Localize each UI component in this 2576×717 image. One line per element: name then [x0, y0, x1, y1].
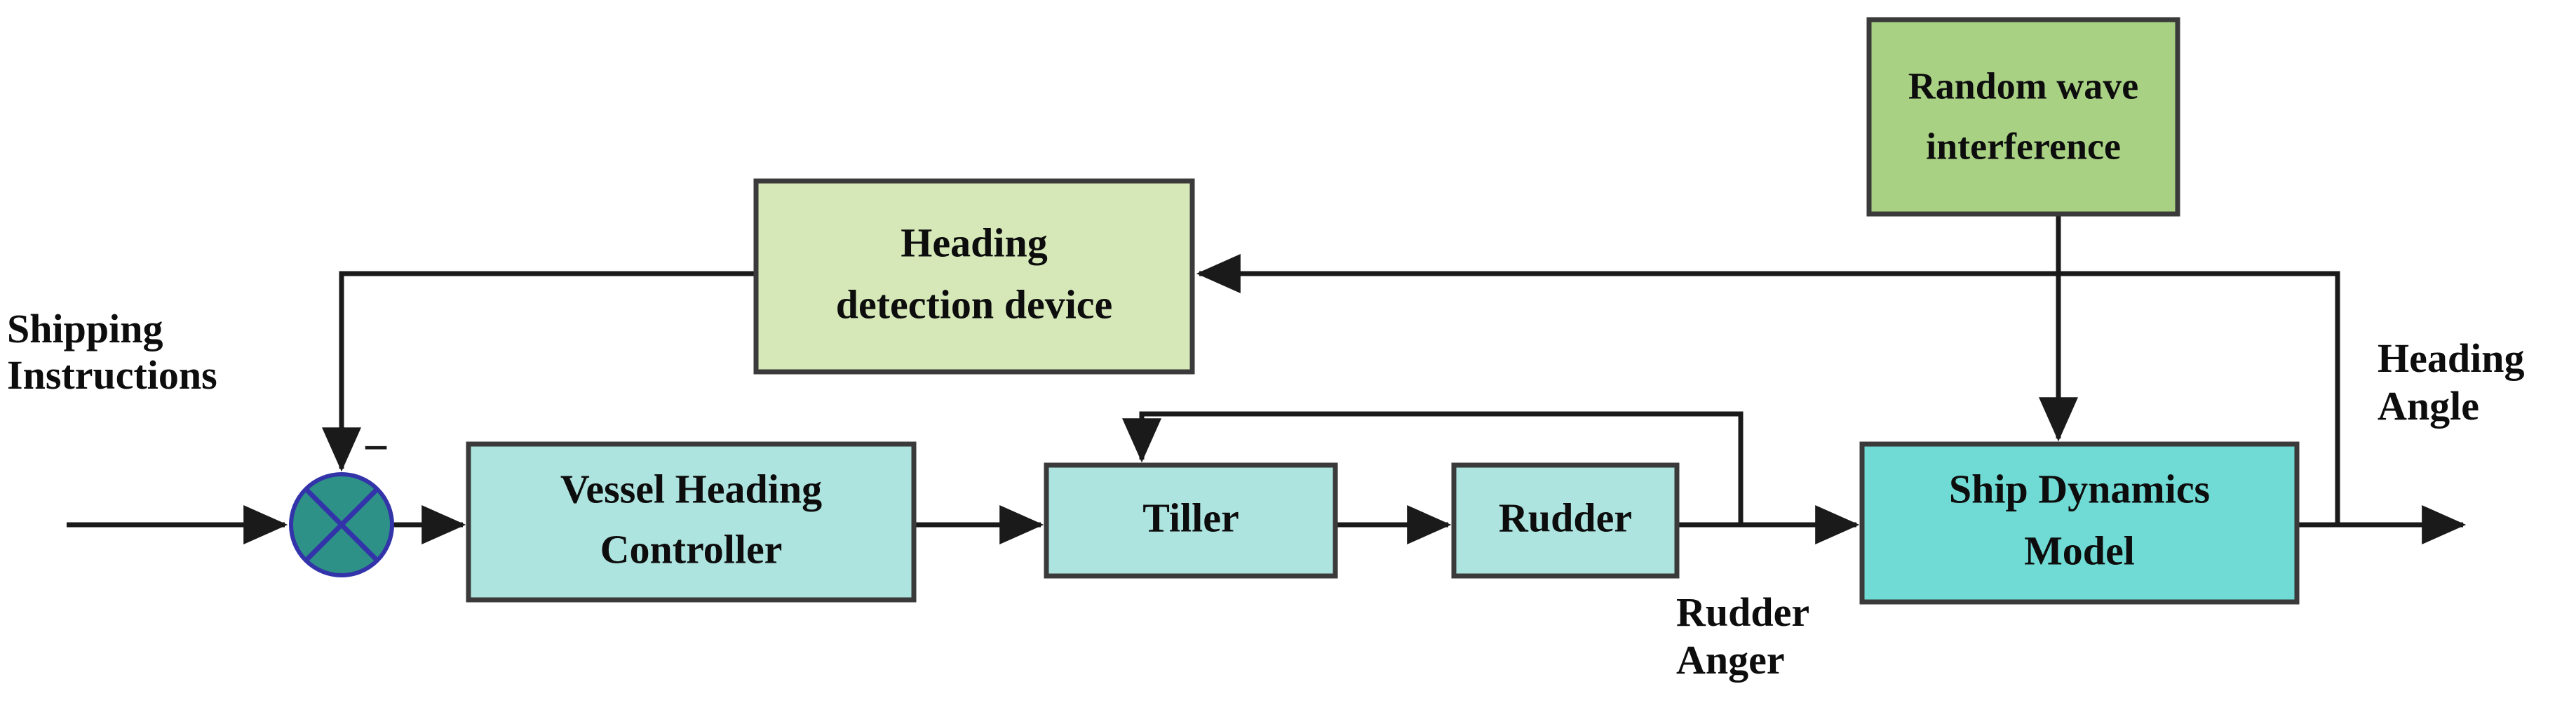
line-heading-detection-to-sum — [322, 271, 756, 472]
block-tiller[interactable]: Tiller — [1044, 462, 1338, 579]
block-rect — [1859, 441, 2300, 605]
line-output-tap-to-heading-detection — [1196, 254, 2340, 525]
block-rudder[interactable]: Rudder — [1451, 462, 1680, 579]
block-label-line-2: Model — [2024, 528, 2135, 573]
block-rect — [753, 178, 1195, 375]
free-labels-layer: Shipping Instructions Rudder Anger Headi… — [7, 306, 2525, 683]
block-label-line-2: Controller — [600, 526, 783, 572]
block-label-line-1: Vessel Heading — [560, 466, 822, 511]
block-rect — [1044, 462, 1338, 579]
label-line-2: Instructions — [7, 352, 217, 398]
block-label-line-1: Ship Dynamics — [1949, 466, 2210, 511]
block-label-line-1: Rudder — [1499, 495, 1632, 540]
label-line-1: Rudder — [1676, 589, 1809, 635]
label-line-1: Heading — [2378, 335, 2525, 381]
block-label-line-1: Random wave — [1908, 65, 2139, 107]
block-label-line-1: Heading — [901, 220, 1048, 265]
block-heading-detection-device[interactable]: Heading detection device — [753, 178, 1195, 375]
block-ship-dynamics-model[interactable]: Ship Dynamics Model — [1859, 441, 2300, 605]
label-line-2: Angle — [2378, 383, 2479, 429]
label-line-2: Anger — [1676, 637, 1785, 683]
line-rudder-angle-feedback-to-tiller — [1122, 411, 1744, 525]
summing-junction-cross-2 — [304, 487, 379, 563]
connection-lines — [67, 214, 2467, 544]
label-line-1: Shipping — [7, 306, 163, 351]
block-rect — [1451, 462, 1680, 579]
negative-sign-label: − — [363, 422, 389, 474]
block-rect — [466, 441, 917, 603]
label-shipping-instructions: Shipping Instructions — [7, 306, 217, 398]
block-label-line-2: detection device — [836, 281, 1113, 327]
block-vessel-heading-controller[interactable]: Vessel Heading Controller — [466, 441, 917, 603]
label-heading-angle: Heading Angle — [2378, 335, 2525, 429]
label-rudder-anger: Rudder Anger — [1676, 589, 1809, 683]
block-random-wave-interference[interactable]: Random wave interference — [1866, 17, 2180, 217]
block-rect — [1866, 17, 2180, 217]
block-label-line-2: interference — [1926, 125, 2121, 167]
block-label-line-1: Tiller — [1142, 495, 1239, 540]
blocks-layer: Vessel Heading Controller Tiller Rudder … — [466, 17, 2300, 605]
summing-junction[interactable] — [289, 472, 394, 577]
